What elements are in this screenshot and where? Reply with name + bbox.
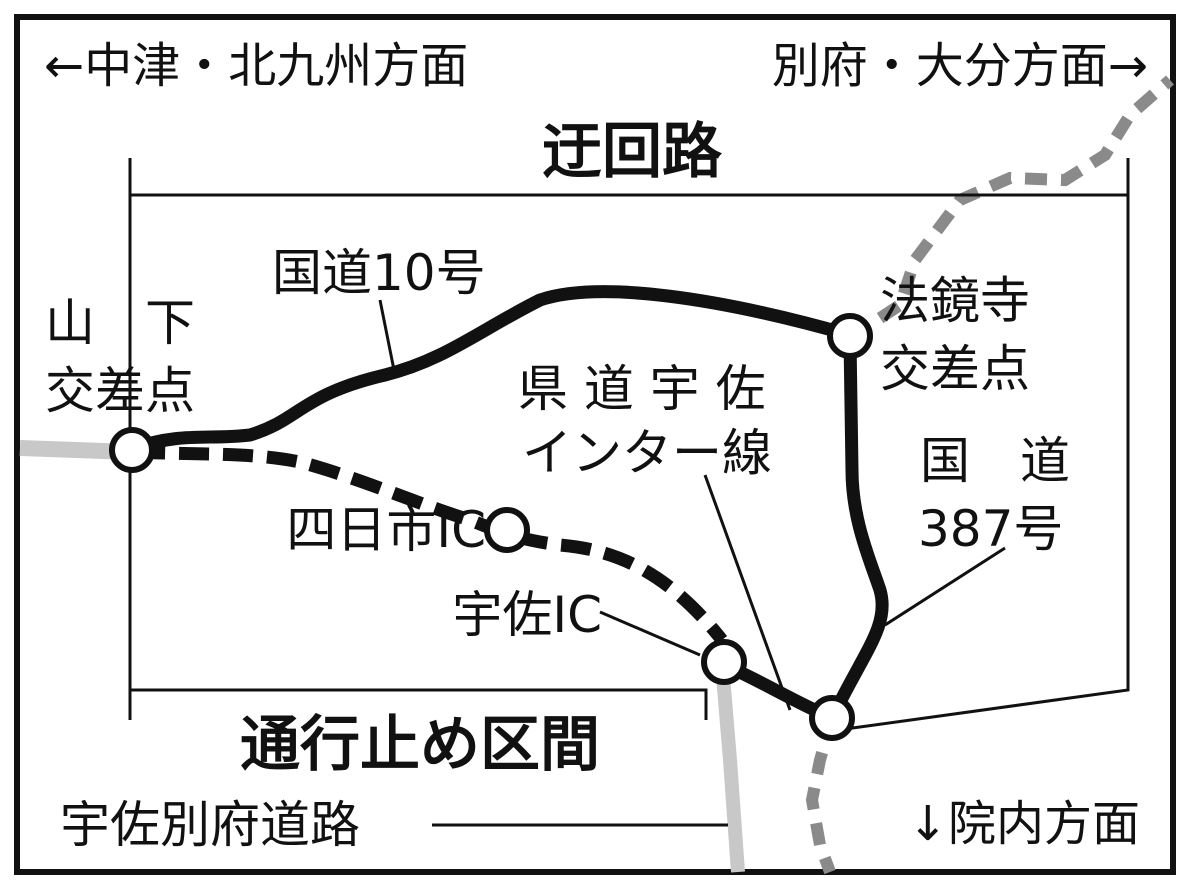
yamashita-label-1: 山 下 [45,294,195,352]
direction-south: ↓院内方面 [908,796,1140,852]
route-387-line [826,339,889,721]
hokyoji-label-1: 法鏡寺 [880,272,1030,330]
route-387-label-2: 387号 [918,500,1063,558]
map-frame [14,14,1176,875]
yamashita-label-2: 交差点 [45,362,195,420]
direction-east: 別府・大分方面→ [772,38,1148,94]
route-10-line [132,285,852,455]
closed-section-title: 通行止め区間 [240,710,600,780]
kendo-label-2: インター線 [522,424,772,482]
route-10-label: 国道10号 [272,244,486,302]
leader-usa-ic [599,610,701,657]
direction-west: ←中津・北九州方面 [44,38,468,94]
usa-ic-label: 宇佐IC [452,586,602,644]
leader-kendo [703,474,792,711]
dashed-road-east [846,75,1174,344]
node-yamashita [109,427,155,473]
closed-expressway [134,445,728,645]
leader-route387 [884,546,1006,627]
usa-beppu-road-label: 宇佐別府道路 [60,796,360,854]
node-junction-south [809,695,855,741]
route-387-label-1: 国 道 [920,432,1070,490]
dashed-road-south [805,716,838,875]
yokkaichi-ic-label: 四日市IC [286,501,486,559]
usa-beppu-road-line [715,663,745,873]
leader-route10 [378,299,397,376]
detour-title: 迂回路 [542,117,723,187]
closed-bracket [130,688,708,720]
kendo-label-1: 県 道 宇 佐 [518,360,766,418]
node-hokyoji [827,313,873,359]
node-yokkaichi-ic [484,507,530,553]
hokyoji-label-2: 交差点 [880,340,1030,398]
node-usa-ic [701,639,747,685]
